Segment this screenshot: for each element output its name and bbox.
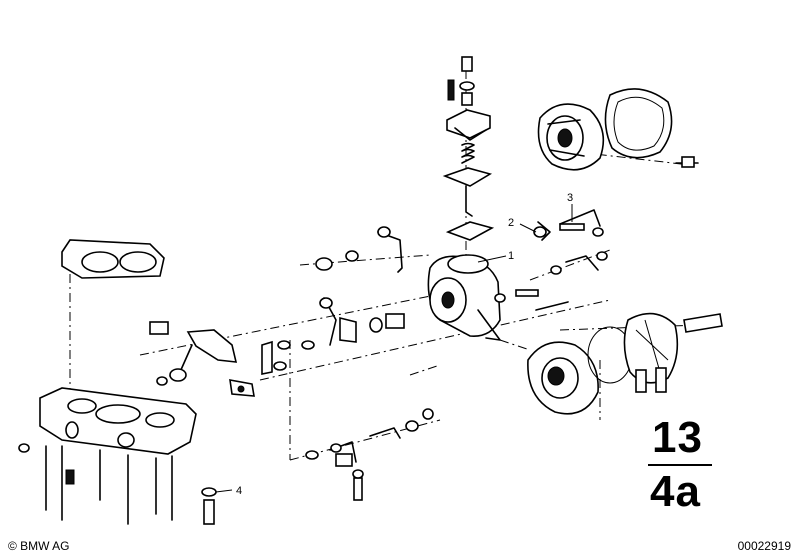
lower-linkage	[305, 408, 434, 501]
base-manifold	[18, 387, 217, 525]
leader-lines	[215, 204, 573, 493]
upper-right-levers	[494, 209, 608, 311]
document-number: 00022919	[737, 539, 791, 553]
copyright-notice: © BMW AG	[8, 539, 70, 553]
callout-2: 2	[508, 217, 514, 229]
callout-1: 1	[508, 250, 514, 262]
linkage-parts	[229, 226, 405, 397]
lower-right-housing	[527, 312, 723, 415]
carburetor-body	[427, 254, 501, 341]
top-vacuum-unit	[442, 56, 495, 241]
reference-subgroup-number: 4a	[650, 467, 701, 516]
reference-divider	[648, 464, 712, 466]
callout-4: 4	[236, 485, 242, 497]
intake-flange	[61, 239, 165, 279]
reference-group-number: 13	[652, 413, 703, 462]
callout-3: 3	[567, 192, 573, 204]
right-cover-assembly	[537, 88, 699, 171]
throttle-linkage	[149, 321, 238, 386]
